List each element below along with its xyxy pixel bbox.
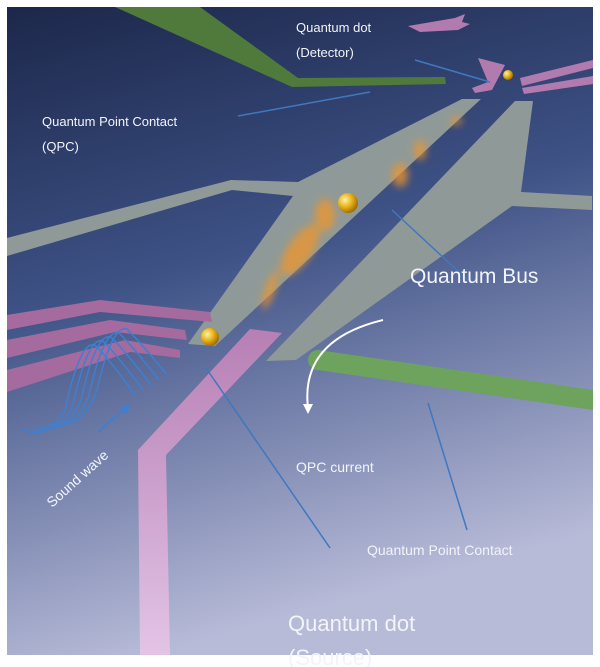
sound-wave-arrow-icon [97, 407, 127, 433]
flying-electron [338, 193, 358, 213]
qpc-top-label-line1: Quantum Point Contact [42, 114, 178, 129]
detector-label-line2: (Detector) [296, 45, 354, 60]
qpc-gate-bottom [308, 350, 593, 410]
qpc-current-arrow-icon [306, 319, 384, 409]
qpc-gate-top [115, 7, 446, 87]
bus-gate-left [7, 99, 481, 346]
qpc-bottom-label: Quantum Point Contact [367, 542, 513, 558]
source-side-gates [7, 300, 212, 392]
qpc-top-label-line2: (QPC) [42, 139, 79, 154]
sound-wave-icon [21, 328, 168, 434]
qpc-current-label: QPC current [296, 459, 374, 475]
detector-gates [408, 14, 593, 94]
pointer-lines [205, 59, 491, 549]
qpc-current-arrowhead-icon [303, 404, 313, 414]
source-label-line1: Quantum dot [288, 611, 415, 636]
detector-label-line1: Quantum dot [296, 20, 372, 35]
electron-glow [261, 117, 462, 309]
quantum-bus-label: Quantum Bus [410, 265, 538, 288]
source-gate [138, 329, 282, 655]
source-label-line2: (Source) [288, 645, 372, 667]
bus-gate-right [266, 101, 592, 361]
detector-dot [503, 70, 513, 80]
sound-wave-arrowhead-icon [120, 404, 131, 414]
source-dot [201, 328, 219, 346]
